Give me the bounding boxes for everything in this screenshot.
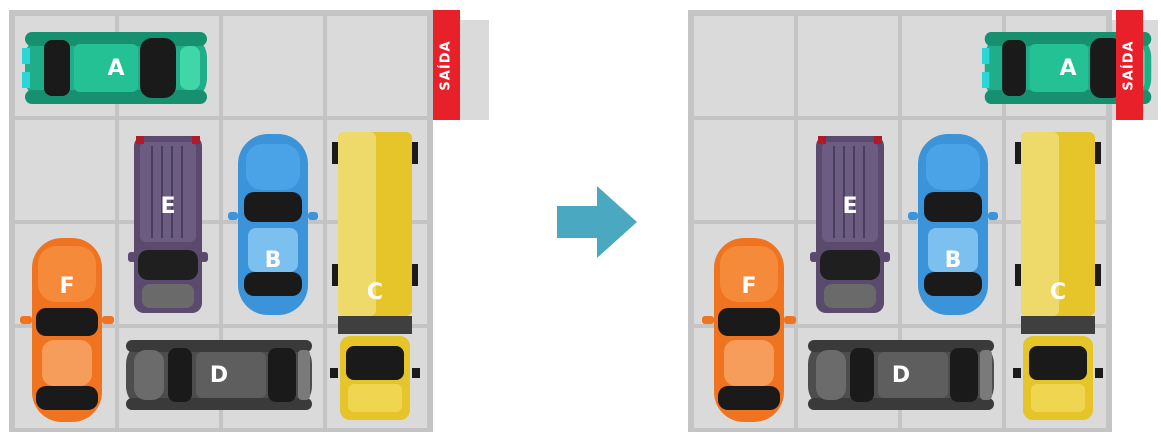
car-f: F	[702, 236, 796, 424]
initial-exit-sign: SAÍDA	[433, 10, 460, 120]
car-f: F	[20, 236, 114, 424]
car-label: C	[330, 146, 420, 438]
car-label: F	[702, 192, 796, 380]
car-a: A	[22, 22, 210, 114]
exit-label: SAÍDA	[439, 40, 454, 90]
car-e: E	[128, 132, 208, 317]
car-label: E	[810, 114, 890, 299]
car-c: C	[330, 130, 420, 422]
car-d: D	[124, 332, 314, 418]
car-label: B	[908, 168, 998, 353]
car-label: D	[806, 332, 996, 418]
grid-cell	[223, 16, 323, 116]
car-label: A	[22, 22, 210, 114]
right-arrow-icon	[557, 186, 637, 258]
grid-cell	[327, 16, 427, 116]
car-label: D	[124, 332, 314, 418]
car-b: B	[228, 132, 318, 317]
grid-cell	[798, 16, 898, 116]
car-label: C	[1013, 146, 1103, 438]
grid-cell	[694, 16, 794, 116]
car-b: B	[908, 132, 998, 317]
car-label: F	[20, 192, 114, 380]
exit-label: SAÍDA	[1122, 40, 1137, 90]
car-label: E	[128, 114, 208, 299]
car-e: E	[810, 132, 890, 317]
car-label: B	[228, 168, 318, 353]
car-d: D	[806, 332, 996, 418]
car-c: C	[1013, 130, 1103, 422]
final-exit-sign: SAÍDA	[1116, 10, 1143, 120]
